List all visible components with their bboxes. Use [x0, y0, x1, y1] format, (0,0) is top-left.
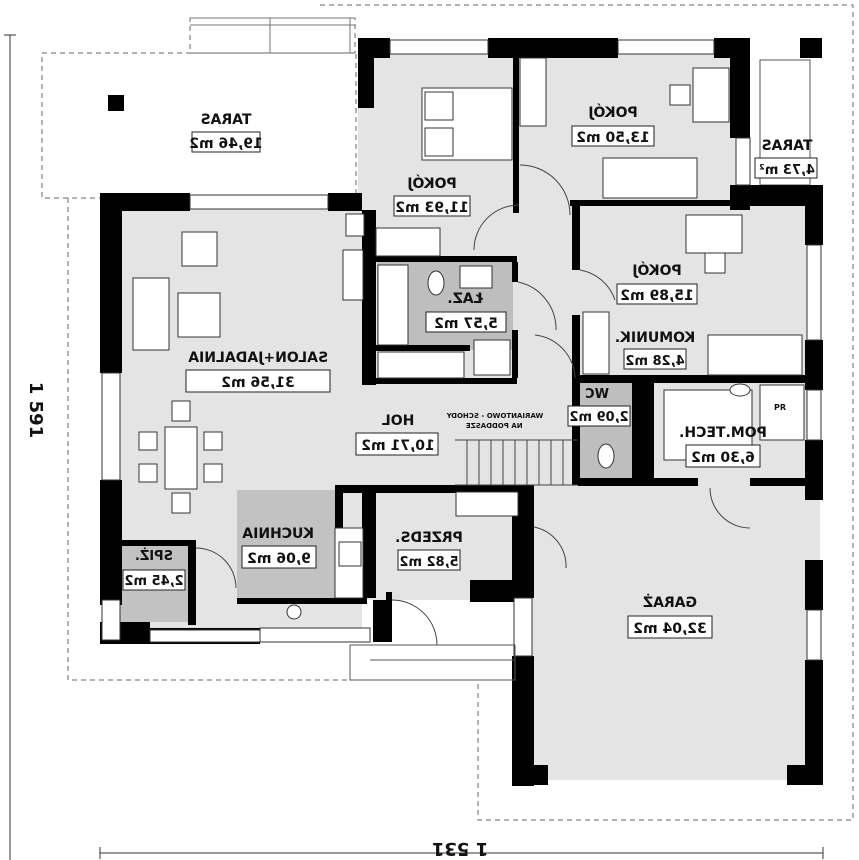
svg-text:32,04 m2: 32,04 m2	[633, 621, 707, 637]
width-dimension: 1 531	[432, 838, 488, 859]
svg-text:HOL: HOL	[382, 413, 415, 429]
entrance-steps	[349, 644, 516, 681]
svg-text:6,30 m2: 6,30 m2	[691, 450, 755, 466]
svg-text:WC: WC	[585, 387, 609, 402]
svg-text:31,56 m2: 31,56 m2	[221, 375, 295, 391]
svg-text:11,93 m2: 11,93 m2	[395, 200, 469, 216]
svg-text:SPIŻ.: SPIŻ.	[135, 548, 173, 564]
spizarnia-label: SPIŻ. 2,45 m2	[122, 548, 186, 591]
svg-text:POKÓJ: POKÓJ	[407, 174, 457, 192]
kuchnia-label: KUCHNIA 9,06 m2	[241, 526, 317, 569]
hol-label: HOL 10,71 m2	[355, 413, 439, 456]
taras-right-label: TARAS 4,73 m²	[754, 138, 818, 179]
svg-text:19,46 m2: 19,46 m2	[189, 136, 263, 152]
svg-text:GARAŻ: GARAŻ	[643, 594, 697, 611]
svg-text:15,89 m2: 15,89 m2	[620, 288, 694, 304]
wc-label: WC 2,09 m2	[567, 387, 631, 427]
svg-text:NA PODDASZE: NA PODDASZE	[466, 422, 523, 430]
svg-text:4,73 m²: 4,73 m²	[759, 163, 815, 178]
pom-tech-label: POM.TECH. 6,30 m2	[679, 425, 767, 468]
svg-text:2,45 m2: 2,45 m2	[124, 574, 183, 589]
svg-text:10,71 m2: 10,71 m2	[361, 438, 435, 454]
stairs	[455, 439, 578, 486]
svg-text:2,09 m2: 2,09 m2	[569, 410, 628, 425]
komunik-label: KOMUNIK. 4,28 m2	[615, 330, 696, 370]
taras-left-label: TARAS 19,46 m2	[189, 112, 263, 153]
svg-text:SALON+JADALNIA: SALON+JADALNIA	[188, 350, 328, 366]
tech-room-pr-label: PR	[774, 403, 786, 412]
svg-text:POKÓJ: POKÓJ	[588, 103, 638, 121]
svg-text:PRZEDS.: PRZEDS.	[395, 530, 463, 546]
salon-label: SALON+JADALNIA 31,56 m2	[185, 350, 331, 393]
svg-text:WARIANTOWO - SCHODY: WARIANTOWO - SCHODY	[446, 412, 544, 420]
svg-text:ŁAZ.: ŁAZ.	[447, 291, 483, 307]
kitchen-floor	[237, 490, 335, 598]
svg-text:13,50 m2: 13,50 m2	[576, 130, 650, 146]
przedsionek-label: PRZEDS. 5,82 m2	[395, 530, 463, 571]
pergola	[190, 17, 355, 53]
svg-text:POKÓJ: POKÓJ	[632, 261, 682, 279]
garaz-label: GARAŻ 32,04 m2	[627, 594, 713, 639]
depth-dimension: 1 591	[25, 382, 46, 438]
pokoj-2-label: POKÓJ 13,50 m2	[571, 103, 655, 147]
dimension-lines	[4, 34, 824, 860]
svg-text:TARAS: TARAS	[201, 112, 252, 128]
svg-text:KUCHNIA: KUCHNIA	[242, 526, 314, 542]
windows	[101, 39, 822, 661]
furniture	[132, 57, 805, 599]
door-swings	[195, 164, 751, 646]
pokoj-3-label: POKÓJ 15,89 m2	[616, 261, 698, 305]
pokoj-1-label: POKÓJ 11,93 m2	[393, 174, 471, 217]
svg-text:TARAS: TARAS	[762, 138, 813, 154]
svg-text:4,28 m2: 4,28 m2	[625, 354, 684, 369]
fixtures	[286, 213, 751, 620]
svg-text:5,57 m2: 5,57 m2	[434, 316, 498, 332]
svg-text:POM.TECH.: POM.TECH.	[679, 425, 767, 441]
svg-text:5,82 m2: 5,82 m2	[399, 555, 458, 570]
svg-text:9,06 m2: 9,06 m2	[247, 551, 311, 567]
svg-text:KOMUNIK.: KOMUNIK.	[615, 330, 696, 346]
lazienka-label: ŁAZ. 5,57 m2	[425, 291, 507, 333]
stairs-note: WARIANTOWO - SCHODY NA PODDASZE	[446, 412, 544, 430]
room-labels: TARAS 19,46 m2 TARAS 4,73 m² POKÓJ 11,93…	[122, 103, 818, 639]
